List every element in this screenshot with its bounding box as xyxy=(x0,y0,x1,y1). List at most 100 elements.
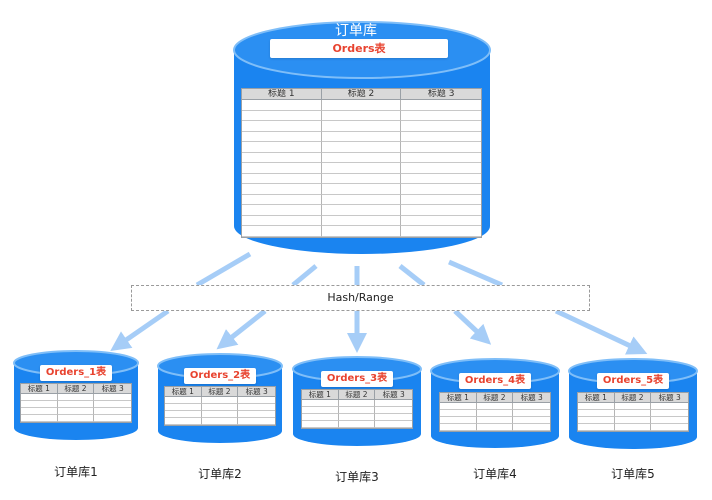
table-cell xyxy=(578,410,615,417)
table-cell xyxy=(375,407,412,414)
table-cell xyxy=(242,184,322,195)
table-cell xyxy=(338,421,376,428)
table-cell xyxy=(321,163,402,174)
table-cell xyxy=(321,184,402,195)
table-cell xyxy=(338,414,376,421)
shard-table-title: Orders_3表 xyxy=(321,371,393,387)
table-cell xyxy=(21,408,58,415)
column-header: 标题 1 xyxy=(21,384,58,394)
table-cell xyxy=(578,403,615,410)
table-cell xyxy=(21,401,58,408)
shard-table-title: Orders_2表 xyxy=(184,368,256,384)
table-cell xyxy=(242,110,322,122)
hash-range-router: Hash/Range xyxy=(131,285,590,311)
table-cell xyxy=(651,424,688,431)
column-header: 标题 3 xyxy=(513,393,550,403)
table-cell xyxy=(401,216,481,227)
table-cell xyxy=(321,131,402,143)
table-cell xyxy=(321,215,402,227)
routing-arrow-5-upper xyxy=(448,259,503,288)
table-cell xyxy=(321,226,402,237)
table-cell xyxy=(201,404,239,411)
column-header: 标题 2 xyxy=(614,393,652,403)
table-cell xyxy=(513,403,550,410)
table-cell xyxy=(651,410,688,417)
shard-db-name: 订单库1 xyxy=(54,465,98,479)
column-header: 标题 1 xyxy=(440,393,477,403)
table-cell xyxy=(375,421,412,428)
table-cell xyxy=(238,397,275,404)
table-cell xyxy=(201,411,239,418)
shard-table-title: Orders_5表 xyxy=(597,373,669,389)
table-cell xyxy=(302,421,339,428)
table-cell xyxy=(57,415,95,422)
table-cell xyxy=(321,205,402,216)
column-header: 标题 2 xyxy=(321,89,402,100)
column-header: 标题 2 xyxy=(201,387,239,397)
table-cell xyxy=(401,226,481,237)
table-cell xyxy=(242,131,322,143)
routing-arrow-4-upper xyxy=(398,264,426,287)
table-cell xyxy=(651,417,688,424)
table-cell xyxy=(614,410,652,417)
table-cell xyxy=(401,142,481,153)
table-cell xyxy=(321,142,402,153)
routing-arrow-1 xyxy=(110,308,170,351)
table-cell xyxy=(476,424,514,431)
table-cell xyxy=(57,408,95,415)
shard-db-name: 订单库4 xyxy=(473,467,517,481)
main-db-name: 订单库 xyxy=(335,23,377,39)
table-cell xyxy=(401,153,481,164)
table-cell xyxy=(57,394,95,401)
table-cell xyxy=(94,394,131,401)
routing-arrow-4 xyxy=(453,309,492,345)
table-cell xyxy=(513,410,550,417)
column-header: 标题 1 xyxy=(578,393,615,403)
table-cell xyxy=(513,417,550,424)
table-cell xyxy=(440,417,477,424)
table-cell xyxy=(614,424,652,431)
table-cell xyxy=(165,404,202,411)
table-cell xyxy=(94,415,131,422)
table-cell xyxy=(94,408,131,415)
routing-arrow-2 xyxy=(216,309,267,350)
column-header: 标题 3 xyxy=(94,384,131,394)
column-header: 标题 2 xyxy=(338,390,376,400)
table-cell xyxy=(401,132,481,143)
column-header: 标题 1 xyxy=(302,390,339,400)
table-cell xyxy=(321,194,402,206)
table-cell xyxy=(201,418,239,425)
table-cell xyxy=(651,403,688,410)
shard-table-title: Orders_4表 xyxy=(459,373,531,389)
table-cell xyxy=(242,205,322,216)
table-cell xyxy=(242,100,322,111)
table-cell xyxy=(165,397,202,404)
table-cell xyxy=(578,424,615,431)
table-cell xyxy=(242,173,322,185)
table-cell xyxy=(476,410,514,417)
table-cell xyxy=(401,184,481,195)
table-cell xyxy=(242,215,322,227)
table-cell xyxy=(21,394,58,401)
table-cell xyxy=(321,152,402,164)
shard-db-name: 订单库3 xyxy=(335,470,379,484)
table-cell xyxy=(321,121,402,132)
column-header: 标题 3 xyxy=(651,393,688,403)
table-cell xyxy=(242,163,322,174)
table-cell xyxy=(440,424,477,431)
table-cell xyxy=(242,121,322,132)
column-header: 标题 2 xyxy=(476,393,514,403)
table-cell xyxy=(238,404,275,411)
routing-arrow-5 xyxy=(554,308,648,355)
table-cell xyxy=(440,410,477,417)
table-cell xyxy=(321,173,402,185)
table-cell xyxy=(242,152,322,164)
table-cell xyxy=(321,100,402,111)
routing-arrow-2-upper xyxy=(291,264,318,287)
table-cell xyxy=(476,417,514,424)
column-header: 标题 2 xyxy=(57,384,95,394)
